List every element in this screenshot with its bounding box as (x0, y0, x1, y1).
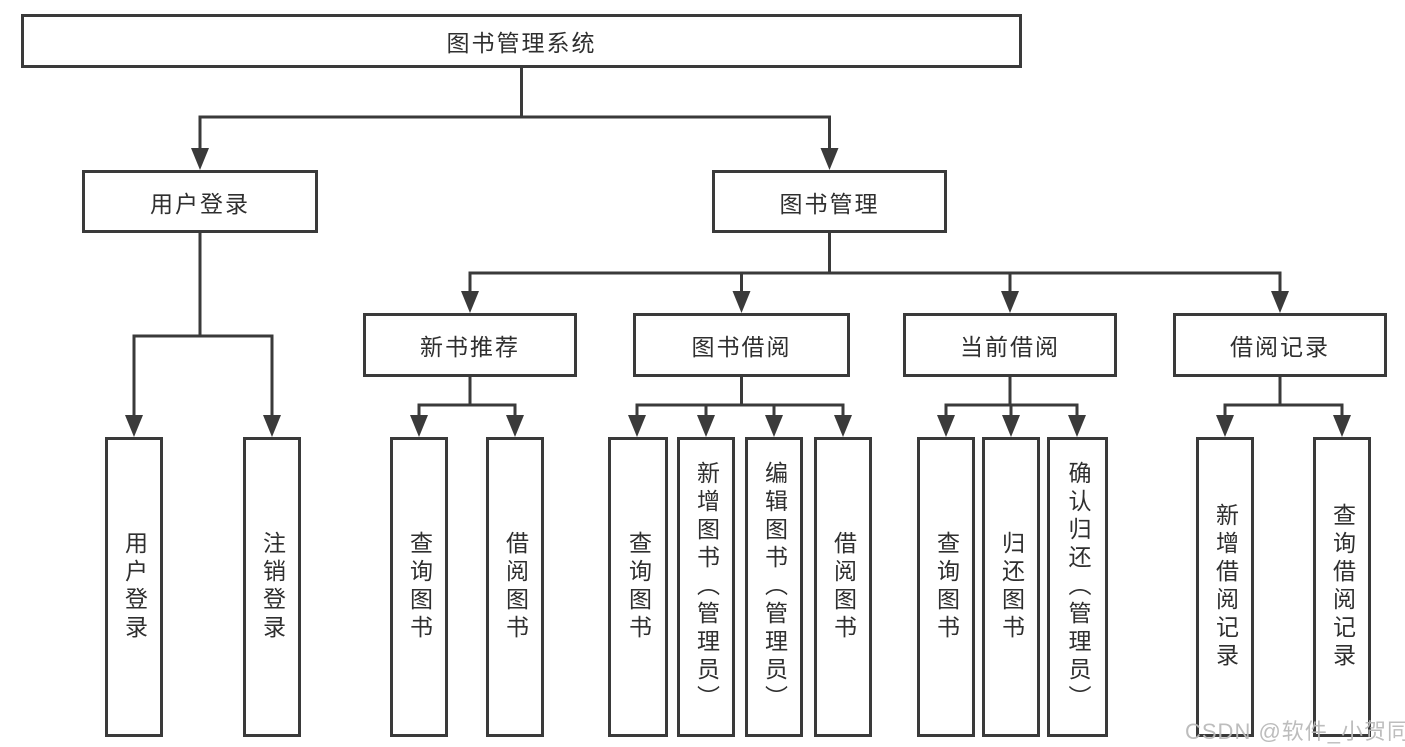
arrowhead-icons (125, 148, 1351, 437)
leaf-current-query-book: 查询图书 (917, 437, 975, 737)
node-label: 注销登录 (259, 531, 286, 643)
node-book-management: 图书管理 (712, 170, 947, 233)
node-system-title: 图书管理系统 (21, 14, 1022, 68)
leaf-borrow-borrow-book: 借阅图书 (814, 437, 872, 737)
node-label: 借阅图书 (502, 531, 529, 643)
node-label: 确认归还（管理员） (1065, 461, 1091, 713)
node-label: 借阅图书 (830, 531, 857, 643)
csdn-watermark: CSDN @软件_小贺同学 (1185, 719, 1405, 744)
node-label: 图书借阅 (691, 334, 792, 360)
node-label: 新增图书（管理员） (693, 461, 720, 713)
node-user-login: 用户登录 (82, 170, 318, 233)
node-current-borrow: 当前借阅 (903, 313, 1117, 377)
node-label: 查询图书 (933, 531, 960, 643)
node-label: 归还图书 (998, 531, 1025, 643)
node-label: 编辑图书（管理员） (761, 461, 788, 713)
leaf-newrec-query-book: 查询图书 (390, 437, 448, 737)
node-label: 图书管理系统 (446, 30, 597, 56)
node-book-borrow: 图书借阅 (633, 313, 850, 377)
leaf-current-confirm-return-admin: 确认归还（管理员） (1047, 437, 1108, 737)
node-new-book-recommend: 新书推荐 (363, 313, 577, 377)
node-label: 图书管理 (779, 190, 880, 217)
node-label: 查询图书 (406, 531, 433, 643)
leaf-borrow-edit-book-admin: 编辑图书（管理员） (745, 437, 803, 737)
leaf-borrow-query-book: 查询图书 (608, 437, 668, 737)
leaf-logout: 注销登录 (243, 437, 301, 737)
leaf-record-add-borrow-record: 新增借阅记录 (1196, 437, 1254, 737)
leaf-newrec-borrow-book: 借阅图书 (486, 437, 544, 737)
node-label: 查询图书 (625, 531, 652, 643)
leaf-current-return-book: 归还图书 (982, 437, 1040, 737)
node-label: 用户登录 (121, 531, 148, 643)
leaf-user-login: 用户登录 (105, 437, 163, 737)
leaf-borrow-add-book-admin: 新增图书（管理员） (677, 437, 735, 737)
node-label: 借阅记录 (1230, 334, 1330, 360)
node-label: 新增借阅记录 (1212, 503, 1239, 671)
node-label: 查询借阅记录 (1329, 503, 1356, 671)
node-label: 用户登录 (150, 190, 250, 217)
leaf-record-query-borrow-record: 查询借阅记录 (1313, 437, 1371, 737)
node-borrow-record: 借阅记录 (1173, 313, 1387, 377)
node-label: 新书推荐 (420, 334, 520, 360)
node-label: 当前借阅 (960, 334, 1060, 360)
